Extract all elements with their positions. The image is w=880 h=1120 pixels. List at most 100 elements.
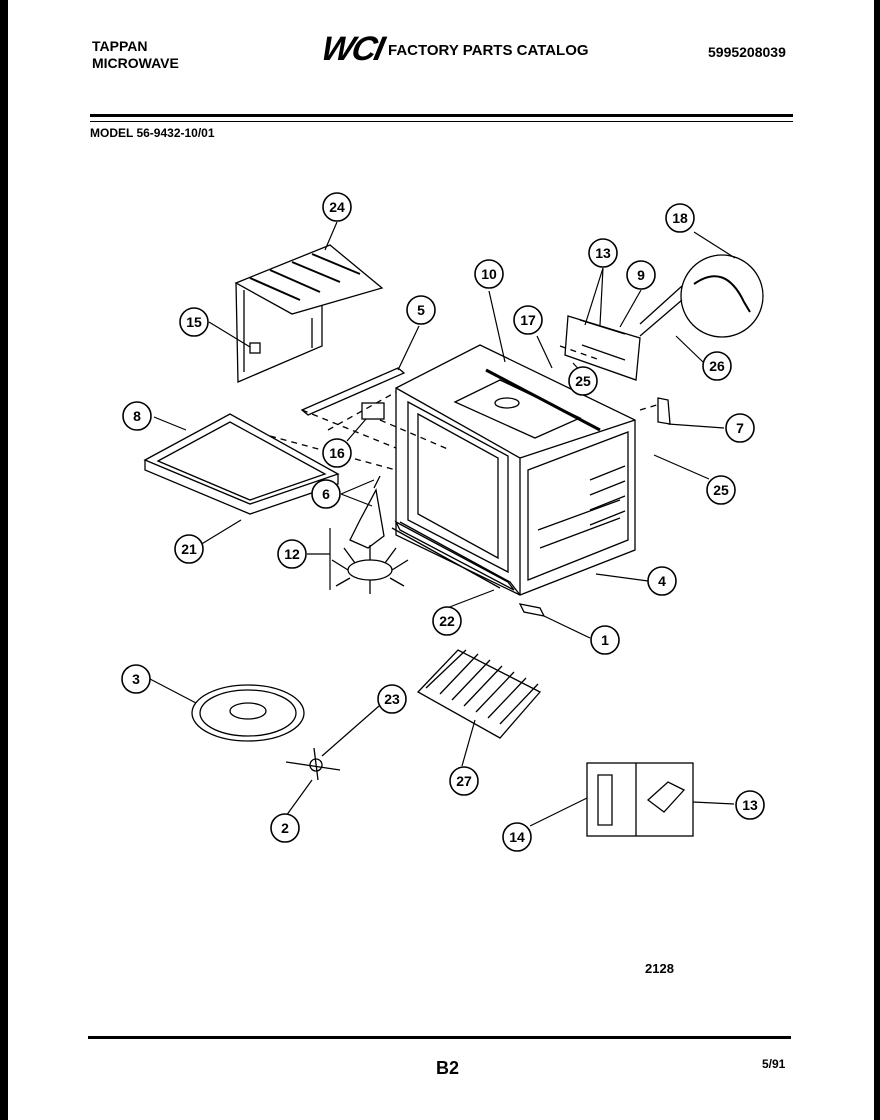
callout-23: 23: [377, 684, 407, 714]
callout-label: 23: [384, 691, 400, 707]
callout-label: 22: [439, 613, 455, 629]
brand-line-1: TAPPAN: [92, 38, 148, 54]
oven-cavity: [391, 344, 636, 596]
callout-circle: [432, 606, 462, 636]
callout-label: 13: [742, 797, 758, 813]
callout-3: 3: [121, 664, 151, 694]
leader-lines: [149, 221, 736, 827]
callout-label: 24: [329, 199, 345, 215]
callout-circle: [449, 766, 479, 796]
callout-label: 10: [481, 266, 497, 282]
callout-label: 26: [709, 358, 725, 374]
turntable-tray: [191, 684, 305, 742]
callout-label: 25: [713, 482, 729, 498]
detail-circle: [680, 254, 764, 338]
callout-label: 18: [672, 210, 688, 226]
catalog-title: FACTORY PARTS CATALOG: [388, 42, 589, 59]
callout-circle: [179, 307, 209, 337]
roller-guide: [285, 747, 341, 781]
door-switch-part: [597, 774, 613, 826]
callout-label: 17: [520, 312, 536, 328]
callout-label: 7: [736, 420, 744, 436]
callout-label: 27: [456, 773, 472, 789]
part-number: 5995208039: [708, 44, 786, 60]
callout-label: 1: [601, 632, 609, 648]
model-label: MODEL 56-9432-10/01: [90, 126, 215, 140]
callout-circle: [121, 664, 151, 694]
callout-14: 14: [502, 822, 532, 852]
parts-drawing: [143, 244, 764, 837]
top-cover: [234, 244, 384, 383]
side-rail: [300, 367, 406, 416]
callout-circle: [406, 295, 436, 325]
callout-13: 13: [588, 238, 618, 268]
callout-label: 2: [281, 820, 289, 836]
callout-label: 14: [509, 829, 525, 845]
switch-part: [646, 781, 686, 813]
callout-label: 4: [658, 573, 666, 589]
callout-label: 3: [132, 671, 140, 687]
oven-tray: [143, 413, 340, 515]
callout-label: 21: [181, 541, 197, 557]
callout-circle: [568, 366, 598, 396]
callout-circle: [626, 260, 656, 290]
callout-8: 8: [122, 401, 152, 431]
callout-circle: [270, 813, 300, 843]
callout-circle: [588, 238, 618, 268]
callout-24: 24: [322, 192, 352, 222]
callout-circle: [706, 475, 736, 505]
callout-7: 7: [725, 413, 755, 443]
callout-15: 15: [179, 307, 209, 337]
callout-10: 10: [474, 259, 504, 289]
callout-21: 21: [174, 534, 204, 564]
callout-label: 25: [575, 373, 591, 389]
callout-5: 5: [406, 295, 436, 325]
callout-label: 5: [417, 302, 425, 318]
catalog-date: 5/91: [762, 1057, 786, 1071]
callout-26: 26: [702, 351, 732, 381]
front-rail: [394, 520, 515, 591]
callout-label: 13: [595, 245, 611, 261]
side-bracket: [657, 397, 671, 425]
callout-label: 9: [637, 267, 645, 283]
callout-circle: [590, 625, 620, 655]
left-edge-bar: [0, 0, 8, 1120]
callout-circle: [322, 192, 352, 222]
callout-circle: [665, 203, 695, 233]
callout-27: 27: [449, 766, 479, 796]
callout-25: 25: [568, 366, 598, 396]
callout-label: 15: [186, 314, 202, 330]
callout-circle: [513, 305, 543, 335]
callout-circle: [702, 351, 732, 381]
callout-label: 6: [322, 486, 330, 502]
callout-circle: [311, 479, 341, 509]
callout-13: 13: [735, 790, 765, 820]
callout-17: 17: [513, 305, 543, 335]
callout-1: 1: [590, 625, 620, 655]
stirrer-assembly: [331, 475, 409, 594]
right-edge-bar: [874, 0, 880, 1120]
callout-16: 16: [322, 438, 352, 468]
footer-rule: [88, 1036, 791, 1039]
callout-circle: [725, 413, 755, 443]
callout-circle: [474, 259, 504, 289]
callout-circle: [174, 534, 204, 564]
callout-circle: [322, 438, 352, 468]
callout-22: 22: [432, 606, 462, 636]
page-number: B2: [436, 1058, 460, 1078]
callout-circle: [502, 822, 532, 852]
header-rule-thin: [90, 121, 793, 122]
inset-box: [586, 762, 694, 837]
callout-6: 6: [311, 479, 341, 509]
brand-line-2: MICROWAVE: [92, 55, 179, 71]
drawing-number: 2128: [645, 961, 674, 976]
callout-label: 16: [329, 445, 345, 461]
callout-9: 9: [626, 260, 656, 290]
callout-circle: [647, 566, 677, 596]
callout-18: 18: [665, 203, 695, 233]
callout-label: 8: [133, 408, 141, 424]
callout-layer: 2415510171391826258167256124212213232721…: [121, 192, 765, 852]
callout-circle: [377, 684, 407, 714]
oven-rack: [416, 649, 542, 739]
